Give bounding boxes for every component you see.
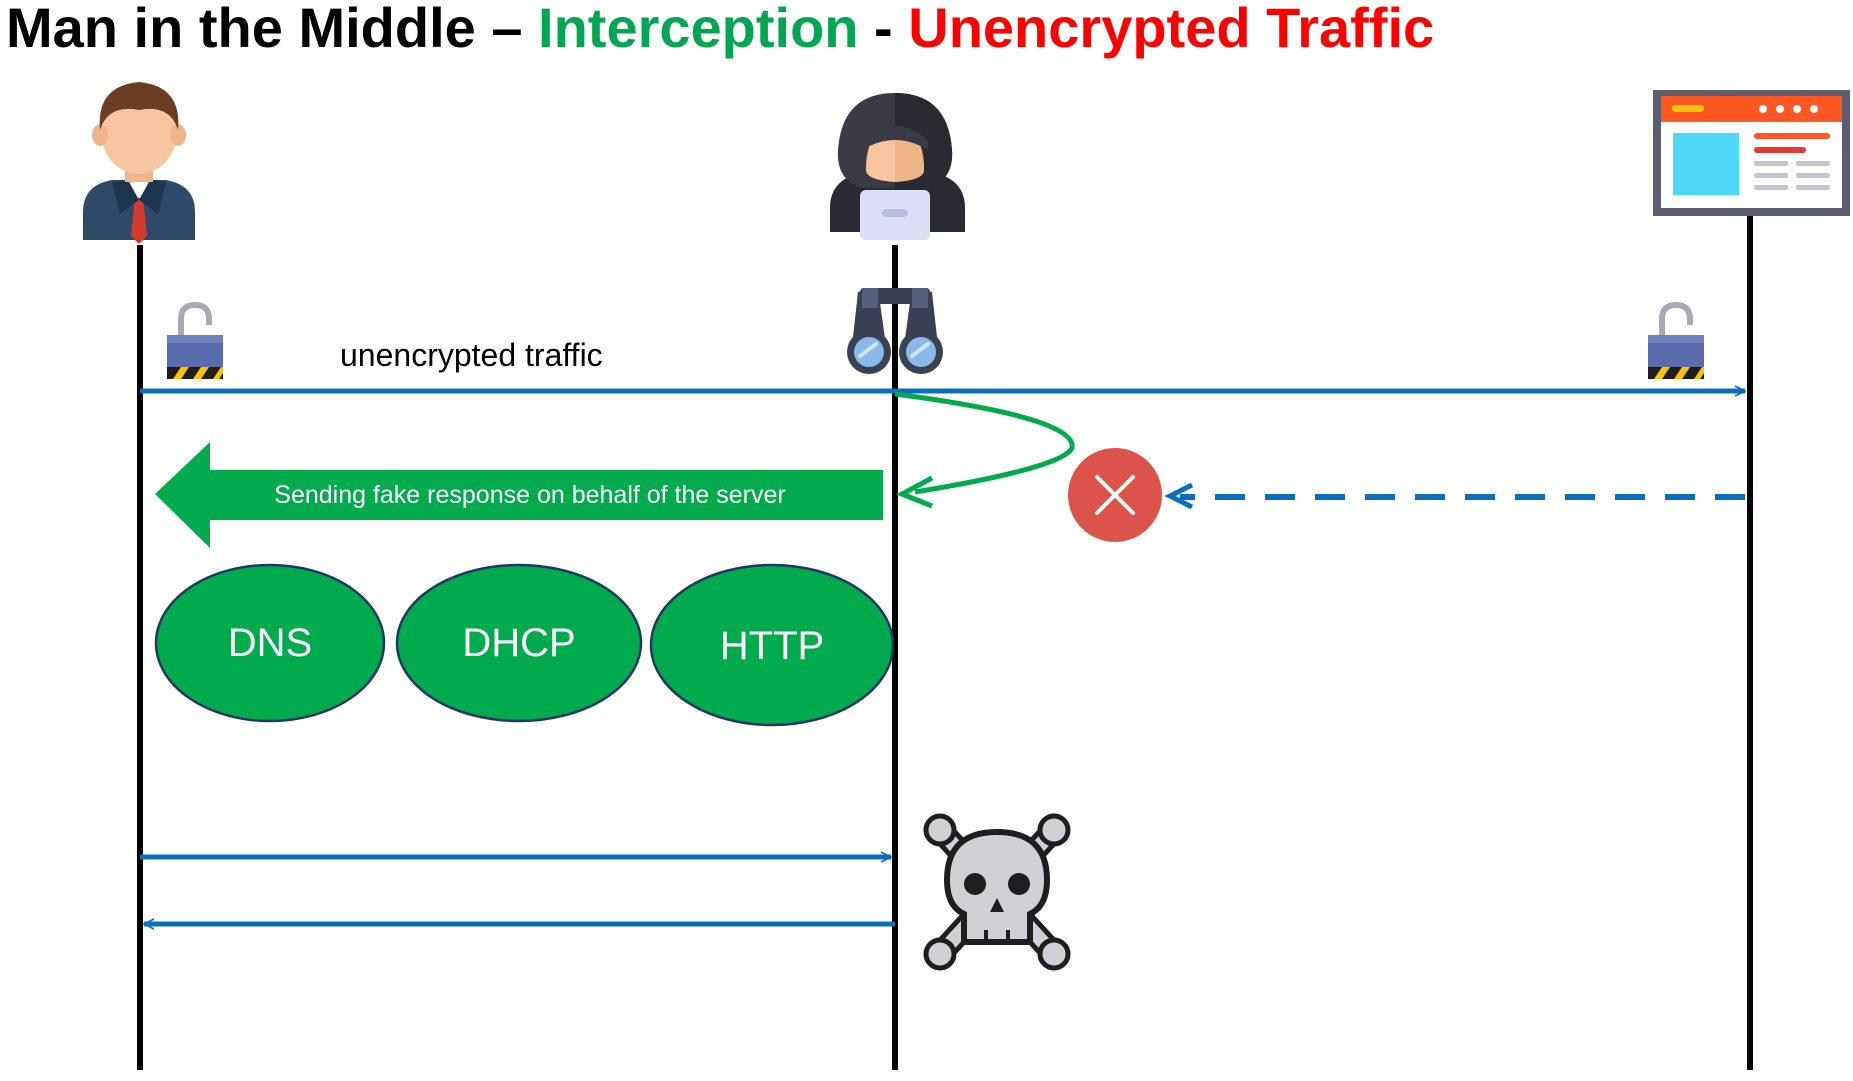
title-part-separator: - xyxy=(858,0,909,59)
skull-crossbones-icon xyxy=(923,813,1071,971)
title-part-main: Man in the Middle – xyxy=(6,0,539,59)
hooded-hacker-icon xyxy=(830,93,965,240)
title-part-interception: Interception xyxy=(538,0,859,59)
protocol-http: HTTP xyxy=(649,563,895,727)
fake-response-arrow xyxy=(155,442,883,548)
open-padlock-icon xyxy=(167,301,223,379)
diagram-title: Man in the Middle – Interception - Unenc… xyxy=(6,0,1434,61)
open-padlock-icon xyxy=(1648,301,1704,379)
blocked-response-arrow xyxy=(1164,482,1745,510)
interception-arrow xyxy=(894,391,1075,509)
businessman-icon xyxy=(83,82,195,244)
fake-response-label: Sending fake response on behalf of the s… xyxy=(274,481,785,509)
binoculars-icon xyxy=(847,288,943,374)
title-part-unencrypted: Unencrypted Traffic xyxy=(908,0,1435,59)
request-arrow-label: unencrypted traffic xyxy=(340,337,603,373)
x-circle-icon xyxy=(1068,448,1162,542)
protocol-http-label: HTTP xyxy=(720,624,824,668)
protocol-dhcp-label: DHCP xyxy=(462,621,575,665)
protocol-dns-label: DNS xyxy=(228,621,312,665)
web-browser-window-icon xyxy=(1653,90,1850,216)
protocol-dhcp: DHCP xyxy=(395,563,643,723)
protocol-dns: DNS xyxy=(154,563,386,723)
